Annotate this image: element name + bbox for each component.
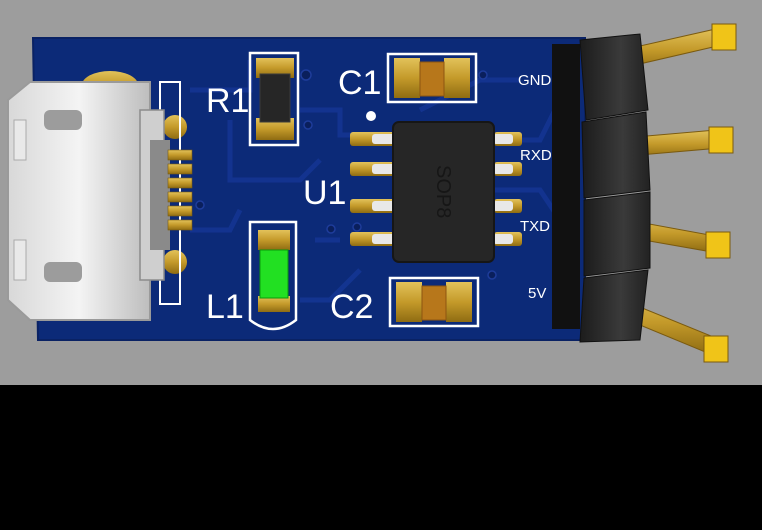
pin-label-txd: TXD — [520, 218, 550, 235]
resistor-r1: R1 — [206, 51, 300, 147]
pin-header-housing — [552, 33, 651, 343]
capacitor-c2: C2 — [330, 276, 480, 328]
led-l1: L1 — [206, 220, 298, 331]
l1-label: L1 — [206, 288, 244, 326]
ic-package-label: SOP8 — [432, 165, 454, 218]
black-bar — [0, 385, 762, 530]
pin-label-gnd: GND — [518, 72, 552, 89]
u1-label: U1 — [303, 174, 346, 212]
c1-label: C1 — [338, 64, 381, 102]
micro-usb-connector — [7, 81, 193, 321]
ic-u1: SOP8 U1 — [303, 121, 522, 263]
vias — [195, 69, 497, 280]
c2-label: C2 — [330, 288, 373, 326]
header-pin-labels: GND RXD TXD 5V — [518, 72, 552, 302]
pcb-render: R1 C1 SOP8 — [0, 0, 762, 385]
pcb-drawing: R1 C1 SOP8 — [7, 23, 737, 363]
capacitor-c1: C1 — [338, 52, 478, 104]
pin-label-5v: 5V — [528, 285, 546, 302]
pin1-marker — [366, 111, 376, 121]
pin-label-rxd: RXD — [520, 147, 552, 164]
r1-label: R1 — [206, 82, 249, 120]
